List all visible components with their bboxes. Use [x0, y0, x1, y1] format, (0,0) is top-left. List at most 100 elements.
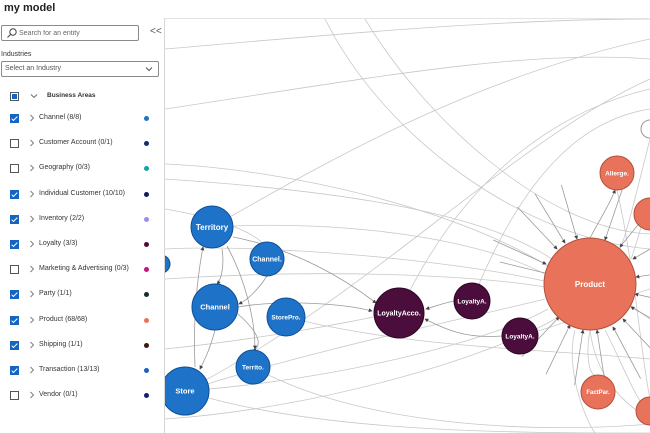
chevron-right-icon[interactable]: [28, 315, 36, 325]
business-area-checkbox[interactable]: [10, 214, 19, 224]
title-bar: my model: [0, 0, 650, 19]
graph-edge: [165, 273, 546, 288]
chevron-right-icon[interactable]: [28, 163, 36, 173]
business-area-checkbox[interactable]: [10, 164, 19, 174]
graph-edge: [499, 261, 550, 276]
graph-node-partial[interactable]: [635, 396, 650, 426]
graph-edge: [285, 316, 650, 360]
graph-edge: [493, 239, 547, 265]
graph-node-partial[interactable]: [633, 197, 650, 231]
graph-node-label: LoyaltyA.: [505, 333, 534, 340]
graph-node-circle[interactable]: [191, 283, 239, 331]
industry-select[interactable]: Select an Industry: [1, 61, 159, 77]
business-area-color-dot: [144, 393, 149, 399]
graph-node[interactable]: Store: [165, 366, 210, 416]
graph-node[interactable]: LoyaltyA.: [453, 282, 491, 320]
graph-node-circle[interactable]: [599, 155, 635, 191]
graph-node[interactable]: Product: [543, 237, 637, 331]
chevron-right-icon[interactable]: [28, 239, 36, 249]
chevron-right-icon[interactable]: [28, 365, 36, 375]
entity-search-input[interactable]: [19, 26, 134, 40]
graph-node[interactable]: Channel.: [249, 241, 285, 277]
business-area-label: Party (1/1): [39, 290, 72, 298]
graph-edge: [165, 163, 561, 275]
chevron-right-icon[interactable]: [28, 138, 36, 148]
graph-node[interactable]: Territo.: [235, 349, 271, 385]
model-title: my model: [4, 2, 56, 14]
chevron-down-icon[interactable]: [30, 91, 38, 101]
business-area-item[interactable]: Inventory (2/2): [0, 211, 164, 231]
graph-edge: [612, 326, 641, 379]
graph-node[interactable]: FactPar.: [580, 374, 616, 410]
business-area-label: Customer Account (0/1): [39, 139, 113, 147]
graph-node-partial[interactable]: [165, 255, 171, 273]
business-area-item[interactable]: Shipping (1/1): [0, 337, 164, 357]
graph-node-circle[interactable]: [543, 237, 637, 331]
business-area-checkbox[interactable]: [10, 340, 19, 350]
graph-node[interactable]: Channel: [191, 283, 239, 331]
graph-edge: [471, 108, 650, 302]
business-area-item[interactable]: Loyalty (3/3): [0, 236, 164, 256]
business-area-checkbox[interactable]: [10, 189, 19, 199]
graph-edge: [165, 178, 566, 270]
chevron-right-icon[interactable]: [28, 214, 36, 224]
graph-node-circle[interactable]: [165, 366, 210, 416]
select-all-checkbox[interactable]: [10, 92, 19, 101]
business-area-checkbox[interactable]: [10, 114, 19, 123]
graph-edge: [632, 248, 650, 260]
graph-node[interactable]: LoyaltyA.: [501, 317, 539, 355]
business-area-item[interactable]: Customer Account (0/1): [0, 135, 164, 155]
graph-node-circle[interactable]: [235, 349, 271, 385]
business-area-item[interactable]: Geography (0/3): [0, 160, 164, 180]
graph-node-circle[interactable]: [249, 241, 285, 277]
collapse-sidebar-button[interactable]: <<: [150, 26, 162, 37]
graph-edge: [232, 236, 377, 304]
graph-node-partial[interactable]: [640, 119, 650, 139]
business-area-label: Shipping (1/1): [39, 340, 83, 348]
chevron-right-icon[interactable]: [28, 390, 36, 400]
business-area-checkbox[interactable]: [10, 391, 19, 401]
graph-node[interactable]: LoyaltyAcco.: [373, 287, 425, 339]
chevron-right-icon[interactable]: [28, 289, 36, 299]
business-area-checkbox[interactable]: [10, 240, 19, 249]
graph-node-circle[interactable]: [190, 205, 234, 249]
chevron-right-icon[interactable]: [28, 113, 36, 123]
business-area-item[interactable]: Product (68/68): [0, 312, 164, 332]
business-area-item[interactable]: Channel (8/8): [0, 110, 164, 130]
business-area-checkbox[interactable]: [10, 290, 19, 300]
graph-edge: [517, 206, 558, 250]
business-areas-header[interactable]: Business Areas: [0, 88, 164, 108]
business-area-item[interactable]: Vendor (0/1): [0, 387, 164, 407]
entity-search-box[interactable]: [1, 25, 139, 41]
business-area-item[interactable]: Transaction (13/13): [0, 362, 164, 382]
graph-node-circle[interactable]: [501, 317, 539, 355]
business-area-checkbox[interactable]: [10, 366, 19, 375]
business-area-checkbox[interactable]: [10, 315, 19, 325]
graph-node-circle[interactable]: [580, 374, 616, 410]
graph-edge: [165, 19, 650, 50]
graph-node[interactable]: Territory: [190, 205, 234, 249]
business-area-item[interactable]: Marketing & Advertising (0/3): [0, 261, 164, 281]
business-area-checkbox[interactable]: [10, 265, 19, 275]
graph-node-label: LoyaltyAcco.: [377, 310, 421, 317]
graph-edge: [199, 329, 216, 370]
chevron-right-icon[interactable]: [28, 189, 36, 199]
business-area-item[interactable]: Party (1/1): [0, 286, 164, 306]
graph-edge: [252, 366, 650, 429]
chevron-right-icon[interactable]: [28, 340, 36, 350]
graph-node[interactable]: StorePro.: [266, 297, 306, 337]
graph-node-circle[interactable]: [266, 297, 306, 337]
graph-edge: [398, 88, 650, 314]
graph-node-label: Channel.: [252, 256, 282, 263]
business-area-checkbox[interactable]: [10, 139, 19, 149]
graph-edge: [184, 390, 650, 433]
graph-node-circle[interactable]: [373, 287, 425, 339]
business-area-item[interactable]: Individual Customer (10/10): [0, 186, 164, 206]
chevron-right-icon[interactable]: [28, 264, 36, 274]
graph-node[interactable]: Allerge.: [599, 155, 635, 191]
graph-node-label: Territory: [196, 223, 229, 232]
graph-edge: [634, 292, 650, 298]
graph-node-circle[interactable]: [453, 282, 491, 320]
